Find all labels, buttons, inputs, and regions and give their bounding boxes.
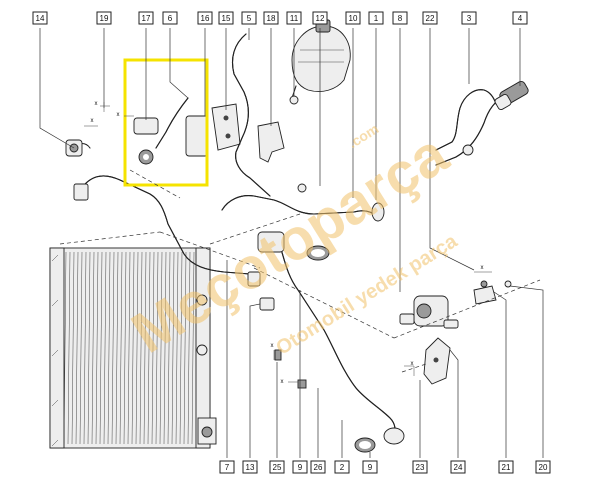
hose-4-fitting	[494, 80, 529, 111]
callout-number: 3	[467, 14, 472, 23]
callout-16: 16	[197, 11, 213, 25]
screw-marker: x	[271, 343, 275, 360]
callout-17: 17	[138, 11, 154, 25]
callout-number: 16	[201, 14, 210, 23]
hose-6-highlighted	[133, 97, 209, 165]
callout-10: 10	[345, 11, 361, 25]
screw-marker: x	[84, 118, 98, 127]
callout-number: 14	[36, 14, 45, 23]
callout-number: 10	[349, 14, 358, 23]
callout-number: 7	[225, 463, 230, 472]
screw-marker: x	[117, 112, 134, 118]
lead-lines	[39, 28, 544, 458]
hose-3	[435, 89, 505, 166]
bracket-18	[257, 121, 285, 163]
hose-19-upper-run	[73, 175, 251, 275]
clip-11	[297, 183, 307, 193]
callout-number: 25	[273, 463, 282, 472]
callout-14: 14	[32, 11, 48, 25]
callout-number: 8	[398, 14, 403, 23]
reference-lines	[59, 169, 541, 373]
fitting-13	[259, 297, 275, 311]
callout-18: 18	[263, 11, 279, 25]
callout-15: 15	[218, 11, 234, 25]
callout-25: 25	[269, 460, 285, 474]
clip-22	[504, 280, 512, 288]
screw-marker: x	[404, 361, 415, 376]
electric-pump-8	[399, 295, 459, 329]
radiator	[49, 247, 217, 449]
watermark: Meçotoparça Otomobil yedek parça .com	[121, 120, 462, 366]
callout-number: 13	[246, 463, 255, 472]
callout-3: 3	[461, 11, 477, 25]
callout-number: 5	[247, 14, 252, 23]
svg-text:x: x	[117, 112, 120, 118]
callout-number: 18	[267, 14, 276, 23]
callout-8: 8	[392, 11, 408, 25]
callout-number: 12	[316, 14, 325, 23]
hose-1	[221, 195, 385, 222]
callout-number: 20	[539, 463, 548, 472]
callout-26: 26	[310, 460, 326, 474]
screw-marker: x	[474, 265, 492, 273]
clamp-9-lower	[354, 437, 376, 453]
callout-19: 19	[96, 11, 112, 25]
callout-number: 9	[298, 463, 303, 472]
screw-marker: x	[281, 379, 298, 385]
callout-24: 24	[450, 460, 466, 474]
hose-14-assembly	[65, 139, 91, 157]
bolt-26	[297, 379, 307, 389]
hose-2	[277, 239, 405, 445]
clamp-9-upper	[306, 245, 330, 261]
bracket-21	[473, 280, 497, 305]
callout-20: 20	[535, 460, 551, 474]
svg-text:x: x	[271, 343, 274, 349]
callout-21: 21	[498, 460, 514, 474]
bracket-16	[211, 103, 241, 151]
callout-11: 11	[286, 11, 302, 25]
callout-23: 23	[412, 460, 428, 474]
screw-markers: x x x x x x x	[84, 101, 492, 385]
callout-number: 22	[426, 14, 435, 23]
callout-number: 17	[142, 14, 151, 23]
callout-number: 6	[168, 14, 173, 23]
callout-number: 24	[454, 463, 463, 472]
bolt-25	[274, 349, 282, 361]
svg-text:x: x	[411, 361, 414, 367]
callout-number: 11	[290, 14, 299, 23]
bracket-23	[423, 337, 451, 385]
callout-number: 26	[314, 463, 323, 472]
callout-number: 4	[518, 14, 523, 23]
hose-15	[231, 33, 271, 197]
highlight-frame	[123, 58, 209, 187]
callout-9: 9	[292, 460, 308, 474]
callout-number: 15	[222, 14, 231, 23]
fitting-7	[247, 231, 285, 287]
callouts-bottom: 7 13 25 9 26 2 9 23 24 21 20	[219, 460, 551, 474]
callout-5: 5	[241, 11, 257, 25]
callout-number: 2	[340, 463, 345, 472]
callout-12: 12	[312, 11, 328, 25]
svg-text:x: x	[95, 101, 98, 107]
callout-9: 9	[362, 460, 378, 474]
callout-2: 2	[334, 460, 350, 474]
callout-13: 13	[242, 460, 258, 474]
callout-number: 19	[100, 14, 109, 23]
callout-number: 23	[416, 463, 425, 472]
callout-22: 22	[422, 11, 438, 25]
svg-text:x: x	[91, 118, 94, 124]
callout-number: 9	[368, 463, 373, 472]
callout-6: 6	[162, 11, 178, 25]
callout-number: 1	[374, 14, 379, 23]
callout-number: 21	[502, 463, 511, 472]
svg-text:x: x	[481, 265, 484, 271]
svg-text:x: x	[281, 379, 284, 385]
callout-1: 1	[368, 11, 384, 25]
callout-7: 7	[219, 460, 235, 474]
screw-marker: x	[95, 101, 110, 112]
callout-4: 4	[512, 11, 528, 25]
